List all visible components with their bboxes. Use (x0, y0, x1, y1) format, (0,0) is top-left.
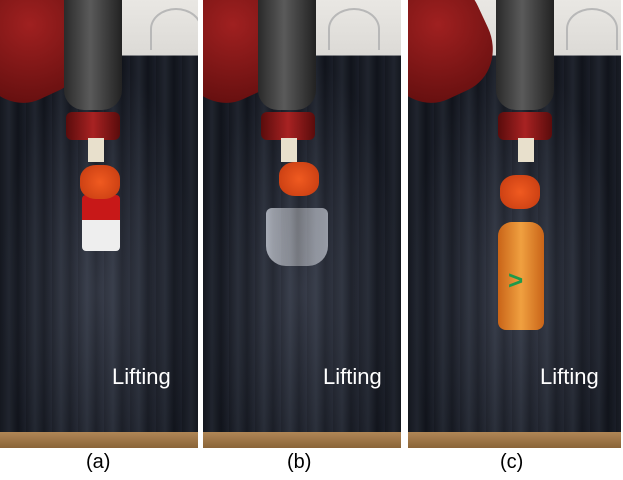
bottle-logo: > (508, 265, 524, 295)
caption-a: (a) (86, 451, 111, 473)
gripper-finger (281, 138, 297, 162)
table (0, 432, 198, 448)
wall-ring (328, 8, 380, 50)
robot-arm (408, 0, 509, 118)
gripper-finger (88, 138, 104, 162)
bottle (498, 222, 544, 330)
robot-cuff (498, 112, 552, 140)
wine-glass (266, 208, 328, 266)
status-label: Lifting (112, 364, 171, 389)
robot-cuff (66, 112, 120, 140)
soft-gripper (80, 165, 120, 199)
table (408, 432, 621, 448)
wall-ring (566, 8, 618, 50)
status-label: Lifting (323, 364, 382, 389)
robot-wrist (496, 0, 554, 110)
soup-can (82, 195, 120, 251)
status-label: Lifting (540, 364, 599, 389)
robot-wrist (64, 0, 122, 110)
robot-cuff (261, 112, 315, 140)
gripper-finger (518, 138, 534, 162)
table (203, 432, 401, 448)
soft-gripper (279, 162, 319, 196)
soft-gripper (500, 175, 540, 209)
caption-c: (c) (500, 451, 524, 473)
wall-ring (150, 8, 198, 50)
robot-wrist (258, 0, 316, 110)
caption-b: (b) (287, 451, 312, 473)
panel-a-photo: Lifting (0, 0, 198, 448)
